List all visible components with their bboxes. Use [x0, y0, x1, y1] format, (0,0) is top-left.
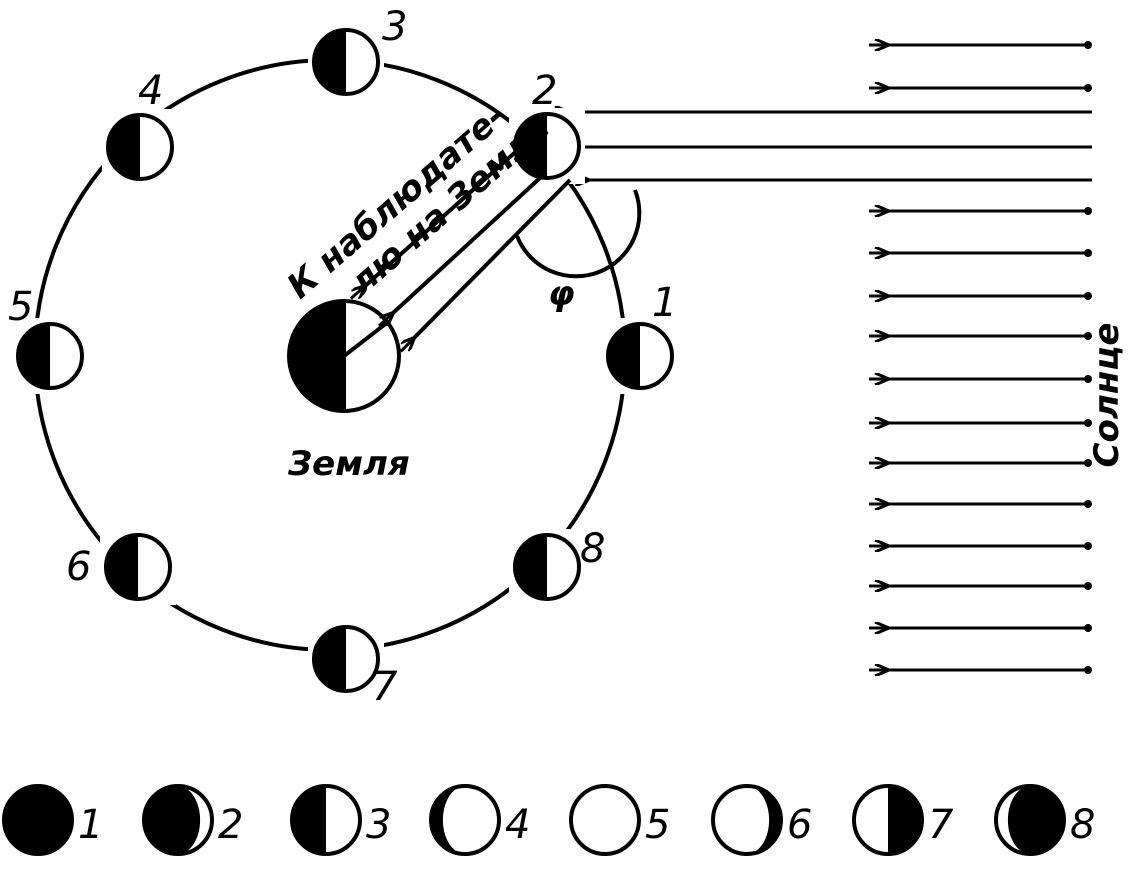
orbit-moon-number: 7 [372, 664, 398, 710]
sun-ray-dot [1084, 292, 1092, 300]
sun-ray-dot [1084, 207, 1092, 215]
legend-phase-number: 3 [366, 802, 391, 848]
sun-ray-dot [1084, 500, 1092, 508]
sun-ray-dot [1084, 84, 1092, 92]
sun-ray-dot [1084, 375, 1092, 383]
orbit-moon-2: 2 [509, 68, 585, 184]
sun-ray-dot [1084, 582, 1092, 590]
legend-phase-3: 3 [290, 784, 391, 856]
orbit-moons: 1 2 3 4 5 6 7 8 [8, 4, 678, 710]
sun-ray-dot [1084, 419, 1092, 427]
sun-rays [568, 41, 1092, 674]
sun-label: Солнце [1087, 323, 1127, 468]
orbit-moon-4: 4 [102, 68, 178, 185]
earth [287, 299, 401, 413]
orbit-moon-7: 7 [308, 621, 398, 710]
legend-phase-5: 5 [569, 784, 670, 856]
legend-phase-7: 7 [852, 784, 954, 856]
legend-phase-6: 6 [711, 784, 812, 856]
legend-phase-1: 1 [2, 784, 103, 856]
legend-phase-number: 5 [645, 802, 670, 848]
angle-phi-arc [515, 189, 642, 279]
sun-ray-dot [1084, 459, 1092, 467]
earth-label: Земля [287, 444, 410, 484]
orbit-moon-3: 3 [308, 4, 407, 100]
observer-arrows [365, 146, 572, 338]
legend-phase-number: 7 [928, 802, 954, 848]
orbit-moon-number: 3 [382, 4, 407, 50]
legend-phase-number: 4 [505, 802, 530, 848]
orbit-moon-number: 2 [532, 68, 557, 114]
orbit-moon-1: 1 [602, 280, 678, 394]
sun-ray-dot [1084, 666, 1092, 674]
legend-phase-number: 6 [787, 802, 812, 848]
legend-phase-number: 1 [78, 802, 103, 848]
orbit-moon-5: 5 [8, 284, 88, 394]
sun-ray-dot [1084, 624, 1092, 632]
orbit-moon-number: 8 [580, 526, 605, 572]
orbit-moon-8: 8 [509, 526, 605, 605]
legend-phase-8: 8 [994, 784, 1095, 856]
orbit-moon-number: 6 [66, 544, 91, 590]
angle-phi-label: φ [548, 274, 575, 314]
sun-ray-dot [1084, 41, 1092, 49]
sun-ray-dot [1084, 332, 1092, 340]
sun-ray-dot [1084, 249, 1092, 257]
orbit-moon-number: 5 [8, 284, 33, 330]
orbit-moon-number: 1 [652, 280, 677, 326]
legend-phase-2: 2 [142, 784, 243, 856]
legend-phase-number: 8 [1070, 802, 1095, 848]
orbit-moon-6: 6 [66, 529, 176, 605]
legend-phase-4: 4 [429, 784, 530, 856]
orbit-moon-number: 4 [138, 68, 163, 114]
phase-legend: 1 2 3 4 5 6 7 8 [2, 784, 1095, 856]
sun-ray-dot [1084, 542, 1092, 550]
legend-phase-number: 2 [218, 802, 243, 848]
